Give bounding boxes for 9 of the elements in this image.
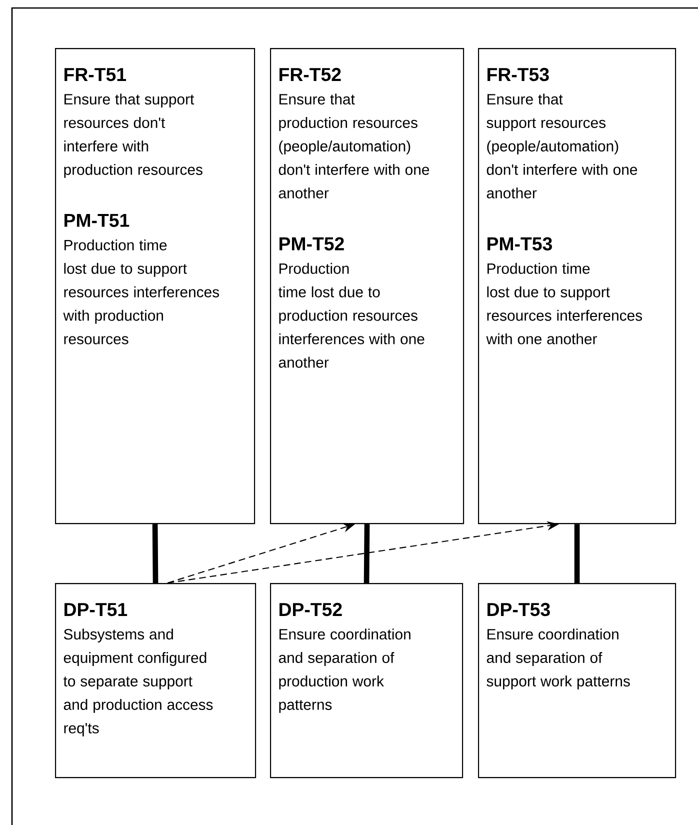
connector-line (152, 524, 158, 584)
requirement-box: FR-T51 Ensure that support resources don't interfere with production resources PM-T51 Production time lost due to support resources interferences with production resources (55, 48, 256, 524)
design-parameter-box: DP-T53 Ensure coordination and separation of support work patterns (478, 583, 676, 778)
requirement-box: FR-T53 Ensure that support resources (people/automation) don't interfere with one another PM-T53 Production time lost due to support resources interferences with one another (478, 48, 676, 524)
requirement-box: FR-T52 Ensure that production resources (people/automation) don't interfere with one another PM-T52 Production time lost due to production resources interferences with one another (270, 48, 464, 524)
design-parameter-box: DP-T51 Subsystems and equipment configured to separate support and production access req'ts (55, 583, 256, 778)
connector-line (364, 524, 370, 584)
connector-line (574, 524, 580, 583)
design-parameter-box: DP-T52 Ensure coordination and separation of production work patterns (270, 583, 464, 778)
